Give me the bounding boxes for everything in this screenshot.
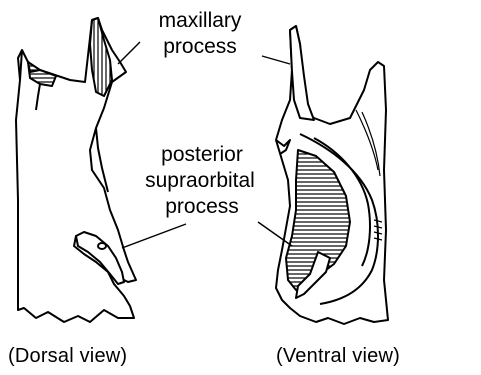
label-posterior-line3: process bbox=[124, 196, 280, 217]
label-posterior-line1: posterior bbox=[124, 144, 280, 165]
label-maxillary-line1: maxillary bbox=[140, 10, 260, 31]
leader-posterior-dorsal bbox=[122, 224, 186, 248]
leader-maxillary-dorsal bbox=[118, 42, 140, 64]
label-posterior-line2: supraorbital bbox=[118, 170, 282, 191]
leader-maxillary-ventral bbox=[262, 56, 290, 64]
caption-dorsal-view: (Dorsal view) bbox=[8, 346, 208, 367]
label-maxillary-line2: process bbox=[140, 36, 260, 57]
ventral-bone bbox=[276, 26, 388, 324]
caption-ventral-view: (Ventral view) bbox=[276, 346, 476, 367]
